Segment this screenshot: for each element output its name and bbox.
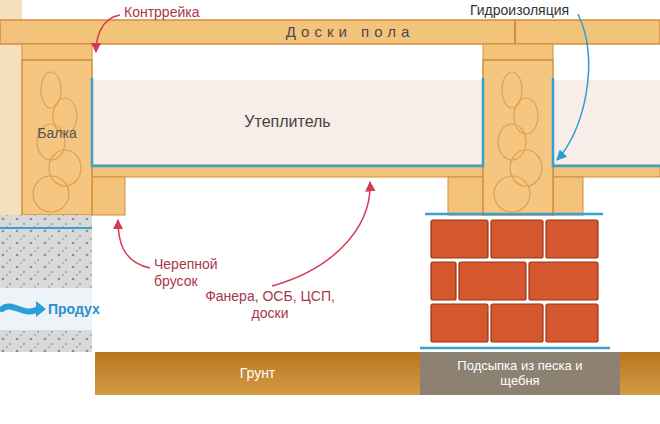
brick bbox=[529, 262, 598, 300]
concrete-foundation bbox=[0, 215, 92, 352]
brick bbox=[431, 262, 456, 300]
board-joint bbox=[514, 20, 516, 44]
insulation bbox=[553, 80, 660, 165]
sand-gravel-bed bbox=[420, 352, 620, 395]
part-label-box: Грунт bbox=[95, 352, 420, 395]
air-flow-arrow bbox=[36, 301, 46, 317]
cranial-bar bbox=[92, 177, 125, 215]
part-label-box: Балка bbox=[22, 118, 92, 148]
brick-pier bbox=[431, 220, 598, 342]
leader-line bbox=[557, 14, 589, 160]
ground bbox=[95, 352, 660, 395]
part-name: Утеплитель bbox=[244, 113, 330, 131]
air-flow-arrow bbox=[2, 306, 38, 311]
part-label-box: Утеплитель bbox=[92, 80, 483, 165]
waterproofing bbox=[425, 213, 603, 216]
wood-grain bbox=[33, 176, 69, 212]
counter-batten bbox=[483, 44, 553, 60]
leader-line bbox=[118, 220, 150, 268]
brick bbox=[546, 220, 598, 258]
cranial-bar bbox=[553, 177, 583, 215]
insulation bbox=[92, 80, 483, 165]
waterproofing bbox=[92, 78, 660, 166]
callout-label: Продух bbox=[48, 301, 100, 318]
wood-grain bbox=[498, 124, 526, 160]
brick bbox=[491, 304, 543, 342]
part-name: Балка bbox=[37, 125, 76, 141]
wood-grain bbox=[502, 72, 522, 108]
leader-line bbox=[96, 15, 120, 52]
wood-grain bbox=[494, 176, 530, 212]
cranial-bar bbox=[448, 177, 483, 215]
wood-grain bbox=[510, 150, 542, 186]
wood-grain bbox=[514, 98, 538, 134]
wood-grain bbox=[33, 72, 542, 212]
callout-label: Гидроизоляция bbox=[470, 2, 569, 19]
part-label-box: Доски пола bbox=[250, 20, 450, 44]
part-name: Доски пола bbox=[286, 23, 415, 40]
beam bbox=[22, 60, 92, 215]
part-name: Грунт bbox=[240, 365, 276, 381]
callout-label: Контррейка bbox=[124, 4, 199, 21]
brick bbox=[459, 262, 526, 300]
brick bbox=[431, 304, 488, 342]
callout-label: Черепной брусок bbox=[154, 256, 244, 290]
wood-grain bbox=[41, 72, 61, 108]
part-label-box: Подсыпка из песка и щебня bbox=[420, 352, 620, 395]
beam bbox=[483, 60, 553, 215]
part-name: Подсыпка из песка и щебня bbox=[455, 359, 585, 389]
leader-line bbox=[272, 182, 370, 286]
waterproofing bbox=[420, 347, 610, 350]
counter-batten bbox=[22, 44, 92, 60]
brick bbox=[491, 220, 543, 258]
wood-grain bbox=[49, 150, 81, 186]
brick bbox=[431, 220, 488, 258]
callout-label: Фанера, ОСБ, ЦСП, доски bbox=[205, 288, 335, 322]
brick bbox=[546, 304, 598, 342]
waterproofing bbox=[0, 227, 92, 229]
